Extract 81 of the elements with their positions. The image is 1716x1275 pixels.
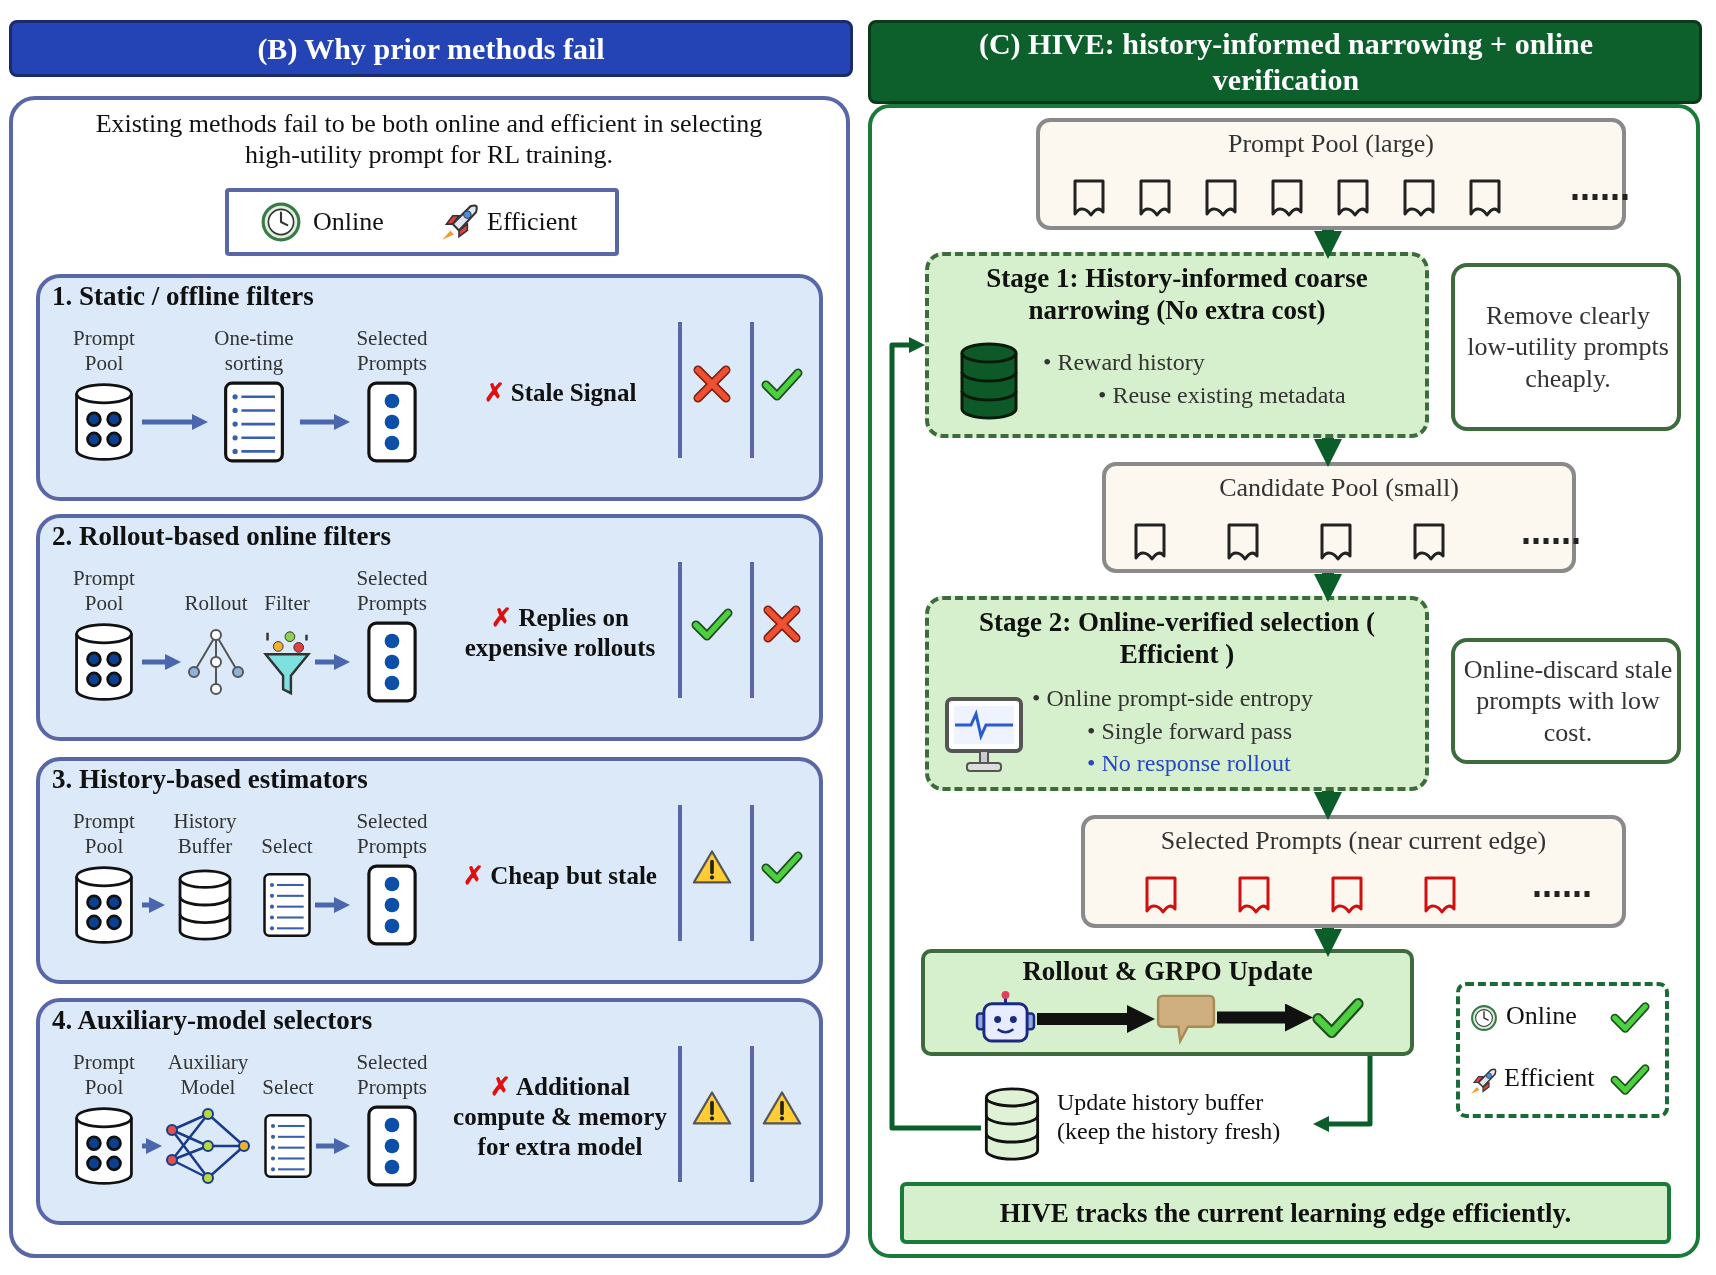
column-label: One-time sorting: [213, 324, 295, 376]
column-label: Selected Prompts: [355, 807, 429, 859]
panel: [9, 96, 850, 1258]
pool-box: [1102, 462, 1576, 573]
arrow: [1314, 438, 1342, 467]
column-label: Filter: [263, 589, 311, 616]
arrow: [1037, 1005, 1155, 1033]
header-bar: [9, 20, 853, 77]
arrow: [889, 337, 981, 1131]
arrow: [315, 654, 350, 670]
bullet-text: • Reuse existing metadata: [1098, 381, 1346, 410]
panel: [868, 104, 1700, 1258]
column-label: Selected Prompts: [355, 1048, 429, 1100]
arrow: [142, 1138, 162, 1154]
pool-title: Selected Prompts (near current edge): [1159, 825, 1548, 857]
pool-title: Candidate Pool (small): [1218, 472, 1460, 504]
note-box: [1451, 638, 1681, 764]
arrow: [1314, 928, 1342, 957]
banner: [900, 1182, 1671, 1244]
header-title: (C) HIVE: history-informed narrowing + online verification: [977, 26, 1594, 98]
arrow: [1217, 1003, 1313, 1032]
arrow: [1314, 230, 1342, 259]
verdict-text: ✗ Additional compute & memory for extra model: [452, 1072, 668, 1162]
stage-box: [925, 252, 1429, 438]
column-label: Prompt Pool: [72, 564, 136, 616]
stage-box: [925, 596, 1429, 791]
header-bar: [868, 20, 1702, 104]
column-label: Selected Prompts: [355, 324, 429, 376]
column-label: Prompt Pool: [72, 807, 136, 859]
summary-label: Online: [1506, 1000, 1577, 1032]
bullet-text: • Single forward pass: [1087, 717, 1293, 746]
verdict-text: ✗ Stale Signal: [482, 378, 638, 408]
column-label: Prompt Pool: [72, 324, 136, 376]
criterion-label: Efficient: [487, 206, 578, 239]
verdict-text: ✗ Replies on expensive rollouts: [463, 603, 657, 663]
box-title: Rollout & GRPO Update: [1021, 955, 1314, 988]
arrow: [1313, 1056, 1373, 1132]
intro-text: Existing methods fail to be both online and efficient in selecting high-utility prompt for RL training.: [94, 108, 764, 171]
arrow: [142, 414, 208, 430]
verdict-text: ✗ Cheap but stale: [462, 861, 658, 891]
method-card: [36, 274, 823, 501]
column-label: Auxiliary Model: [166, 1048, 250, 1100]
stage-title: Stage 1: History-informed coarse narrowing (No extra cost): [985, 262, 1369, 327]
pool-box: [1081, 815, 1626, 928]
column-label: Prompt Pool: [72, 1048, 136, 1100]
method-card: [36, 514, 823, 741]
pool-title: Prompt Pool (large): [1226, 128, 1436, 160]
criterion-label: Online: [313, 206, 384, 239]
column-label: Select: [261, 1073, 315, 1100]
header-title: (B) Why prior methods fail: [256, 30, 606, 67]
buffer-label: Update history buffer (keep the history fresh): [1057, 1088, 1282, 1146]
arrow: [300, 414, 350, 430]
summary-box: [1456, 982, 1669, 1118]
arrow: [142, 654, 181, 670]
arrow: [1314, 791, 1342, 820]
bullet-text: • No response rollout: [1087, 749, 1291, 778]
column-label: Rollout: [183, 589, 249, 616]
bullet-text: • Reward history: [1043, 348, 1205, 377]
arrow: [142, 897, 165, 913]
legend-box: [225, 188, 619, 256]
card-title: 2. Rollout-based online filters: [52, 520, 391, 553]
process-box: [921, 949, 1414, 1056]
summary-label: Efficient: [1504, 1062, 1595, 1094]
method-card: [36, 757, 823, 984]
bullet-text: • Online prompt-side entropy: [1032, 684, 1313, 713]
arrow: [316, 1138, 350, 1154]
card-title: 3. History-based estimators: [52, 763, 368, 796]
stage-title: Stage 2: Online-verified selection ( Efficient ): [978, 606, 1376, 671]
note-box: [1451, 263, 1681, 431]
column-label: Select: [260, 832, 314, 859]
banner-text: HIVE tracks the current learning edge efficiently.: [998, 1196, 1573, 1230]
note-text: Online-discard stale prompts with low cost.: [1462, 654, 1674, 749]
column-label: Selected Prompts: [355, 564, 429, 616]
card-title: 4. Auxiliary-model selectors: [52, 1004, 373, 1037]
note-text: Remove clearly low-utility prompts cheaply.: [1466, 300, 1670, 395]
pool-box: [1036, 118, 1626, 230]
arrow: [315, 897, 350, 913]
method-card: [36, 998, 823, 1225]
card-title: 1. Static / offline filters: [52, 280, 314, 313]
column-label: History Buffer: [172, 807, 238, 859]
arrow: [1314, 573, 1342, 602]
